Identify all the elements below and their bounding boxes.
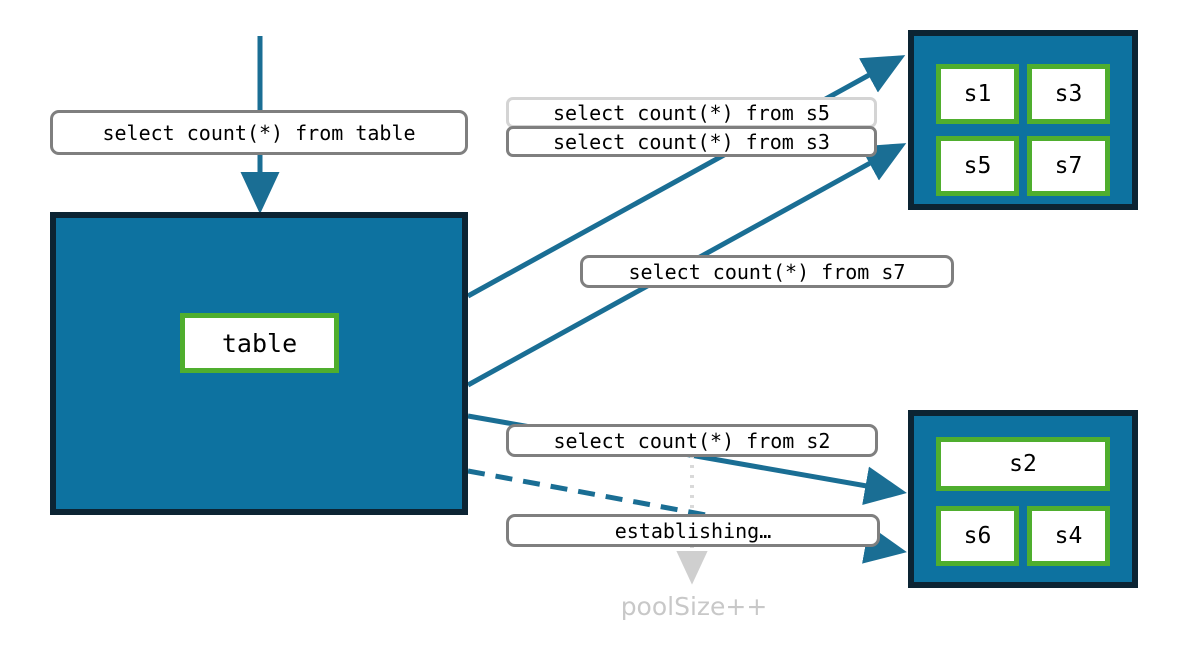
label-query-s3[interactable]: select count(*) from s3 [506, 126, 877, 157]
label-query-s3-text: select count(*) from s3 [553, 129, 830, 154]
node-s5-label: s5 [963, 153, 992, 179]
label-query-s5[interactable]: select count(*) from s5 [506, 97, 877, 128]
label-establishing[interactable]: establishing… [506, 514, 880, 547]
node-s2[interactable]: s2 [936, 437, 1110, 491]
label-query-s2-text: select count(*) from s2 [553, 428, 831, 453]
node-table[interactable]: table [180, 313, 339, 373]
node-s3[interactable]: s3 [1027, 64, 1110, 124]
node-s4[interactable]: s4 [1027, 506, 1110, 566]
node-s1[interactable]: s1 [936, 64, 1019, 124]
node-s1-label: s1 [963, 81, 992, 107]
node-s7-label: s7 [1054, 153, 1083, 179]
label-query-s7[interactable]: select count(*) from s7 [580, 255, 954, 288]
poolsize-annotation: poolSize++ [594, 592, 794, 621]
label-query-table[interactable]: select count(*) from table [50, 110, 468, 155]
node-s3-label: s3 [1054, 81, 1083, 107]
label-query-s5-text: select count(*) from s5 [553, 100, 830, 125]
node-s6-label: s6 [963, 523, 992, 549]
poolsize-text: poolSize++ [620, 592, 768, 621]
node-s2-label: s2 [1009, 451, 1037, 477]
label-query-table-text: select count(*) from table [102, 120, 416, 145]
label-query-s2[interactable]: select count(*) from s2 [506, 424, 878, 457]
node-table-label: table [221, 328, 298, 358]
label-query-s7-text: select count(*) from s7 [628, 259, 906, 284]
node-s5[interactable]: s5 [936, 136, 1019, 196]
node-s7[interactable]: s7 [1027, 136, 1110, 196]
node-s6[interactable]: s6 [936, 506, 1019, 566]
label-establishing-text: establishing… [614, 518, 772, 543]
node-s4-label: s4 [1054, 523, 1083, 549]
